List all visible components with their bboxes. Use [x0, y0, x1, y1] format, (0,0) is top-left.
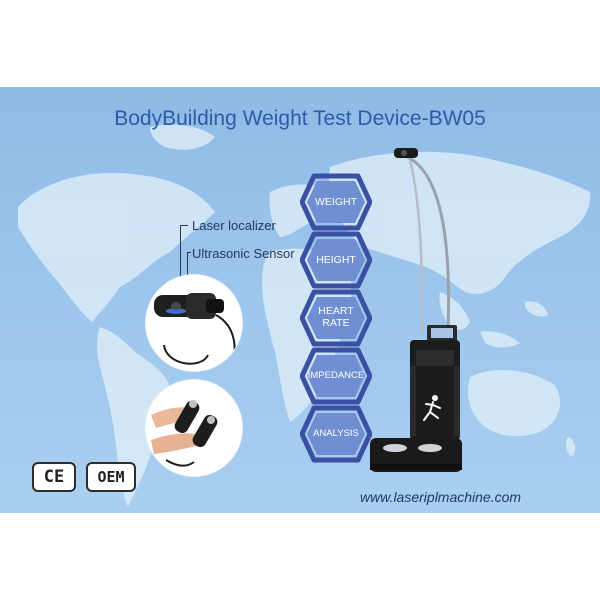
callout-line-ultrasonic: [187, 252, 188, 292]
feature-analysis: ANALYSIS: [313, 428, 359, 439]
callout-tick-laser: [180, 225, 188, 226]
page-title: BodyBuilding Weight Test Device-BW05: [114, 107, 486, 130]
hand-grip-icon: [146, 380, 242, 476]
feature-impedance: IMPEDANCE: [307, 370, 365, 381]
callout-tick-ultrasonic: [187, 252, 191, 253]
sensor-head-photo: [146, 275, 242, 371]
product-banner: [0, 87, 600, 513]
callout-line-laser: [180, 225, 181, 285]
oem-badge: OEM: [86, 462, 136, 492]
feature-heart-rate: HEART RATE: [318, 305, 354, 329]
website-link[interactable]: www.laseriplmachine.com: [360, 489, 522, 505]
laser-localizer-label: Laser localizer: [192, 218, 276, 233]
sensor-head-icon: [146, 275, 242, 371]
hexagon-chain-graphic: [300, 173, 372, 463]
bw05-device-illustration: [360, 140, 470, 480]
ultrasonic-sensor-label: Ultrasonic Sensor: [192, 246, 295, 261]
feature-weight: WEIGHT: [315, 196, 357, 208]
body-analyzer-device-icon: [370, 148, 462, 472]
feature-height: HEIGHT: [316, 254, 356, 266]
feature-hexagon-column: WEIGHT HEIGHT HEART RATE IMPEDANCE ANALY…: [300, 170, 372, 470]
hand-grip-photo: [146, 380, 242, 476]
ce-badge: CE: [32, 462, 76, 492]
